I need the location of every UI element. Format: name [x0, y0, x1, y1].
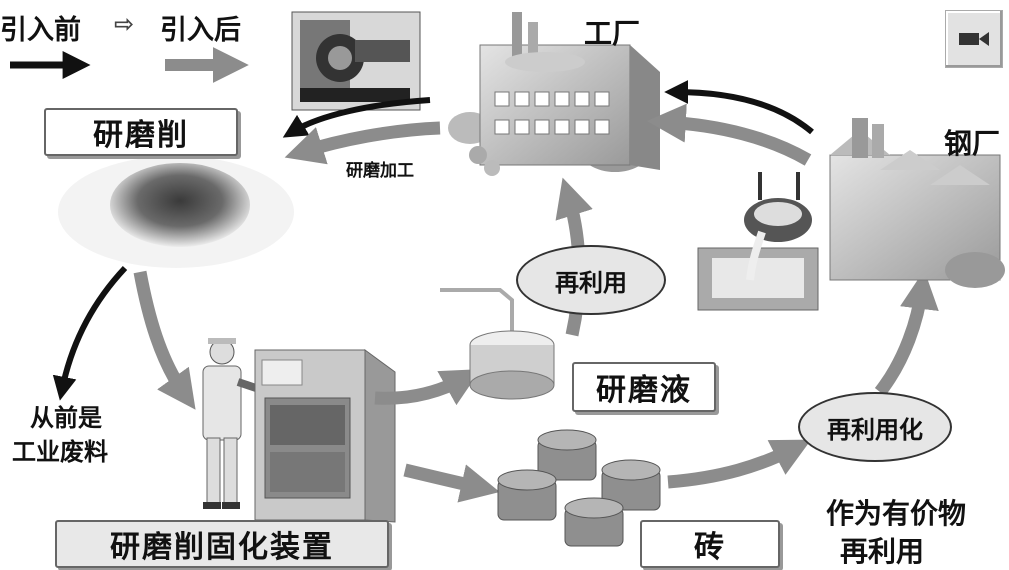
legend-after-label: 引入后: [160, 15, 241, 46]
grinding-sludge-box: 研磨削: [44, 108, 238, 156]
brick-box: 砖: [640, 520, 780, 568]
reuse-conversion-ellipse: 再利用化: [798, 392, 952, 462]
video-camera-icon: [959, 32, 989, 46]
grey-arrow-sludge-to-device: [133, 270, 196, 410]
grey-arrow-factory-to-sludge: [284, 121, 441, 165]
bricks-image: [497, 429, 661, 547]
grinding-sludge-pile-image: [58, 156, 294, 268]
grinding-machine-image: [291, 11, 421, 111]
solidification-device-image: [254, 349, 396, 523]
video-camera-button[interactable]: [945, 10, 1003, 68]
legend-arrow-symbol: ⇨: [114, 10, 135, 38]
black-arrow-factory-to-sludge: [282, 97, 431, 138]
factory-label: 工厂: [584, 17, 641, 50]
grey-arrow-device-to-fluid: [374, 369, 481, 406]
valuable-reuse-label-line1: 作为有价物: [826, 497, 967, 530]
factory-image: [448, 12, 660, 176]
grey-arrow-conversion-to-steel-mill: [874, 269, 939, 396]
past-waste-label-line2: 工业废料: [12, 438, 108, 466]
molten-metal-ladle-image: [697, 172, 819, 311]
past-waste-label-line1: 从前是: [30, 404, 102, 432]
grey-arrow-brick-to-conversion: [667, 439, 812, 489]
grinding-fluid-box: 研磨液: [572, 362, 716, 412]
worker-image: [202, 338, 270, 509]
grinding-fluid-container-image: [440, 288, 555, 400]
black-arrow-sludge-to-waste: [52, 265, 128, 401]
steel-mill-label: 钢厂: [944, 127, 1001, 160]
solidification-device-box: 研磨削固化装置: [55, 520, 389, 568]
grey-arrow-device-to-brick: [403, 463, 500, 503]
black-arrow-steel-mill-to-factory: [664, 80, 814, 135]
reuse-ellipse: 再利用: [516, 245, 666, 315]
steel-mill-image: [829, 118, 1005, 288]
legend-before-label: 引入前: [0, 15, 81, 46]
valuable-reuse-label-line2: 再利用: [840, 535, 925, 568]
grey-arrow-steel-mill-to-factory: [646, 103, 812, 166]
grinding-process-label: 研磨加工: [346, 161, 414, 181]
